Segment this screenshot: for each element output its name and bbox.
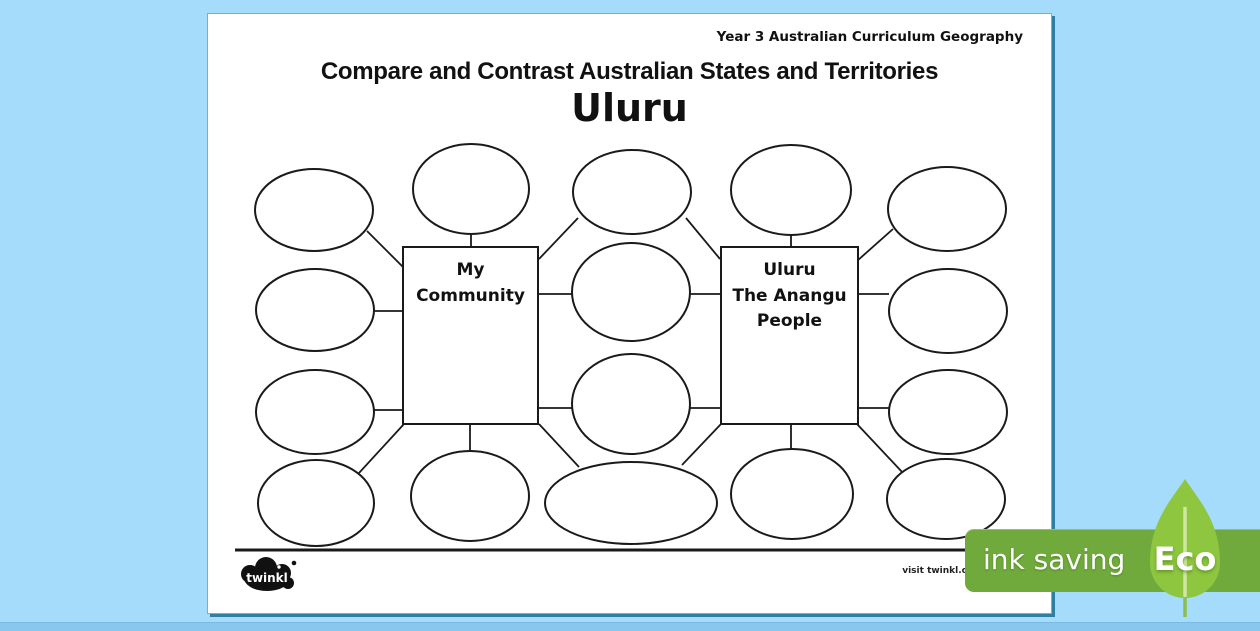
bubble	[730, 144, 852, 236]
eco-badge: Eco	[1153, 540, 1217, 578]
sparkle-dot-icon	[291, 560, 297, 566]
bubble	[410, 450, 530, 542]
bubble	[572, 149, 692, 235]
ink-saving-label: ink saving	[983, 543, 1126, 576]
sparkle-icon	[277, 565, 281, 569]
connector-lines	[358, 217, 904, 474]
uluru-box	[720, 246, 859, 425]
page-title: Compare and Contrast Australian States a…	[320, 58, 939, 85]
curriculum-tag: Year 3 Australian Curriculum Geography	[716, 29, 1023, 45]
my-community-box	[402, 246, 539, 425]
bubble	[255, 369, 375, 455]
bubble	[730, 448, 854, 540]
mind-map-diagram	[235, 143, 1025, 552]
bubble	[888, 369, 1008, 455]
bubble	[412, 143, 530, 235]
visit-link-text: visit twinkl.c	[902, 566, 967, 576]
bubble	[887, 166, 1007, 252]
twinkl-logo: twinkl	[241, 557, 297, 591]
bubble	[571, 242, 691, 342]
bubble	[886, 458, 1006, 540]
worksheet-page: Year 3 Australian Curriculum Geography C…	[207, 13, 1052, 614]
bubble	[888, 268, 1008, 354]
bubble	[571, 353, 691, 455]
eco-leaf-icon	[1150, 479, 1220, 617]
bubble-wide	[544, 461, 718, 545]
bubble	[255, 268, 375, 352]
page-subtitle: Uluru	[571, 86, 688, 130]
bubble	[257, 459, 375, 547]
logo-text: twinkl	[246, 571, 288, 585]
bottom-strip	[0, 622, 1260, 631]
bubble	[254, 168, 374, 252]
